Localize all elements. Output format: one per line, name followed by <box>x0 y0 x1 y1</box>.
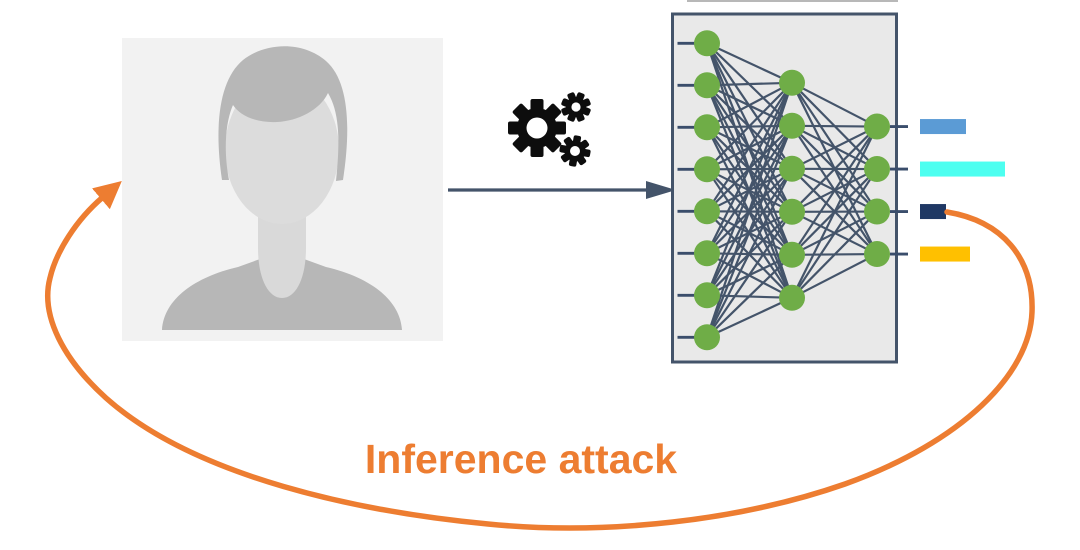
gear-tooth <box>530 143 544 157</box>
gear-tooth <box>563 136 575 148</box>
network-ticks <box>677 41 908 339</box>
gear <box>559 135 591 167</box>
gear-hole <box>571 102 581 112</box>
avatar-neck <box>258 208 306 298</box>
nn-edge <box>705 82 794 296</box>
gear-tooth <box>512 134 531 153</box>
gear-tooth <box>512 103 531 122</box>
network-box <box>671 12 898 364</box>
gear-tooth <box>561 106 573 116</box>
nn-node <box>779 112 805 139</box>
neural-network <box>671 12 908 364</box>
nn-node <box>694 198 720 225</box>
nn-edge <box>706 81 793 87</box>
network-nodes <box>694 30 890 351</box>
nn-edge <box>791 253 878 299</box>
avatar-hair <box>218 46 348 181</box>
gear-tooth <box>575 154 587 166</box>
top-edge-line <box>687 0 898 2</box>
gear-tooth <box>559 144 570 154</box>
nn-node <box>864 156 890 183</box>
nn-edge <box>791 125 878 256</box>
nn-edge <box>791 125 878 170</box>
gear-tooth <box>579 98 591 108</box>
nn-node <box>864 241 890 268</box>
gear-tooth <box>580 148 591 158</box>
nn-edge <box>791 81 878 128</box>
score-bar-2 <box>920 161 1005 177</box>
nn-node <box>779 69 805 96</box>
gear-tooth <box>567 92 577 104</box>
right-arrow-icon <box>448 181 676 199</box>
gear-tooth <box>575 110 585 122</box>
nn-edge <box>791 168 878 299</box>
gear-tooth <box>560 151 572 163</box>
nn-edge <box>706 82 793 254</box>
score-bar-1 <box>920 119 966 135</box>
nn-node <box>779 198 805 225</box>
nn-node <box>694 240 720 267</box>
nn-node <box>779 284 805 311</box>
score-bar-3 <box>920 204 946 220</box>
nn-node <box>694 324 720 351</box>
nn-node <box>779 155 805 182</box>
curved-loop-arrow-icon <box>44 180 1035 531</box>
nn-edge <box>706 168 793 338</box>
gear-tooth <box>552 121 566 135</box>
nn-edge <box>791 124 878 128</box>
gear <box>561 92 591 122</box>
gear-hole <box>570 146 580 156</box>
nn-edge <box>706 296 793 339</box>
inference-attack-label: Inference attack <box>365 436 677 482</box>
nn-edge <box>706 254 793 339</box>
gears-icon <box>508 92 591 167</box>
gear-tooth <box>568 156 578 167</box>
nn-edge <box>706 82 793 212</box>
person-avatar-icon <box>122 38 443 341</box>
gear-tooth <box>508 121 522 135</box>
nn-edge <box>706 42 793 84</box>
process-arrow-head <box>646 181 676 199</box>
nn-edge <box>706 81 793 129</box>
nn-edge <box>791 125 878 213</box>
network-edges <box>705 42 878 339</box>
nn-node <box>864 113 890 140</box>
gear-tooth <box>543 103 562 122</box>
score-bar-4 <box>920 246 970 262</box>
nn-edge <box>791 126 878 299</box>
gear-tooth <box>543 134 562 153</box>
nn-node <box>694 30 720 57</box>
nn-node <box>864 198 890 225</box>
nn-node <box>694 114 720 141</box>
gear <box>508 99 566 157</box>
nn-edge <box>791 210 878 299</box>
nn-node <box>779 241 805 268</box>
nn-edge <box>706 82 793 171</box>
nn-node <box>694 282 720 309</box>
nn-edge <box>706 211 793 338</box>
nn-node <box>694 72 720 99</box>
nn-edge <box>705 125 794 338</box>
gear-tooth <box>572 135 582 146</box>
gear-tooth <box>530 99 544 113</box>
nn-node <box>694 156 720 183</box>
output-bars <box>920 119 1005 262</box>
nn-edge <box>705 82 794 338</box>
gear-tooth <box>578 139 590 151</box>
gear-hole <box>526 117 548 139</box>
